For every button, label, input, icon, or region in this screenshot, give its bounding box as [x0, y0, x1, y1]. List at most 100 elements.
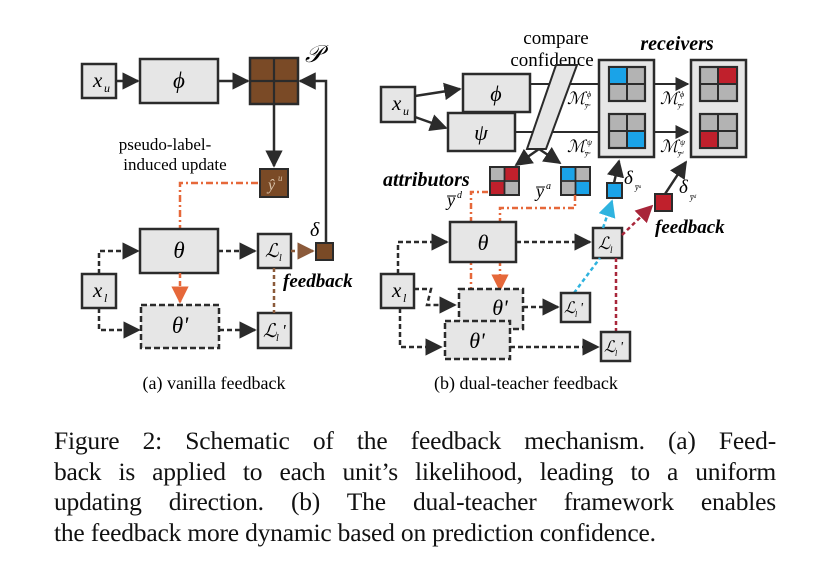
caption-line-4: the feedback more dynamic based on predi…	[54, 517, 656, 547]
M-labels: ℳ ϕ y̅ᵃ ℳ ψ y̅ᵃ ℳ ϕ y̅ᵈ ℳ ψ y̅ᵈ	[567, 89, 686, 158]
xu-sub-b: u	[403, 104, 409, 118]
xl-label-b: x	[391, 278, 402, 302]
arrow-delta-a-receiver	[606, 159, 625, 184]
xl-sub-b: l	[403, 291, 407, 305]
M-phi-a-sup: ϕ	[587, 90, 591, 99]
M-psi-d: ℳ	[660, 137, 681, 156]
orange-update-path-d	[462, 190, 488, 314]
arrow-xl-theta-a	[97, 242, 140, 274]
receiver-a-panel	[597, 58, 656, 159]
panel-b: compare confidence receivers x u ϕ ψ ℳ ϕ…	[379, 28, 748, 394]
delta-a-node	[606, 182, 623, 199]
receiver-a-grid-psi	[607, 112, 647, 150]
theta-prime-label-b2: θ'	[469, 328, 485, 353]
theta-prime-node-a: θ'	[139, 303, 221, 350]
feedback-label-b: feedback	[655, 217, 725, 238]
Llp-node-b2: ℒ l '	[599, 330, 632, 363]
ybar-d-sup: d	[457, 190, 463, 201]
cyan-link-Llp1-Ll	[572, 257, 602, 294]
M-phi-d-sub: y̅ᵈ	[677, 102, 684, 110]
delta-d-sub: y̅ᵈ	[689, 193, 697, 202]
M-psi-a-sup: ψ	[587, 138, 593, 147]
M-psi-d-sub: y̅ᵈ	[677, 150, 684, 158]
delta-a-label: δ	[624, 168, 634, 189]
receiver-a-grid-phi	[607, 65, 647, 103]
delta-label-a: δ	[310, 219, 320, 241]
yhat-label: ŷ	[266, 177, 276, 194]
orange-update-path-a	[178, 181, 258, 228]
ybar-d-label: y̅	[445, 190, 457, 210]
attributor-ya-grid	[560, 166, 591, 196]
Llp-sub-a: l	[276, 333, 279, 344]
arrow-xl-thetaprime2-b	[398, 308, 443, 356]
M-psi-a-sub: y̅ᵃ	[584, 150, 591, 158]
receivers-label: receivers	[640, 33, 714, 55]
receiver-d-grid-psi	[698, 112, 739, 150]
Llp2-prime: '	[620, 340, 624, 355]
xl-label-a: x	[92, 278, 103, 302]
xu-node: x u	[80, 62, 118, 100]
Llp-label-a: ℒ	[263, 321, 278, 342]
M-phi-d-sup: ϕ	[680, 90, 684, 99]
theta-prime-node-b2: θ'	[443, 319, 512, 361]
phi-node: ϕ	[138, 57, 220, 105]
yhat-sup: u	[278, 173, 283, 183]
cyan-arrow-Ll-delta-a	[598, 199, 616, 229]
ybar-a-label: y̅	[534, 181, 546, 201]
attributors-label: attributors	[383, 169, 470, 191]
arrow-xu-psi-b	[414, 114, 448, 131]
delta-d-node	[654, 193, 673, 212]
caption-line-1: Figure 2: Schematic of the feedback mech…	[54, 426, 776, 455]
Llp-node-a: ℒ l '	[256, 311, 293, 350]
theta-label-a: θ	[173, 238, 184, 263]
psi-node-b: ψ	[446, 111, 517, 153]
delta-a-sub: y̅ᵃ	[634, 183, 642, 192]
xl-sub-a: l	[104, 291, 108, 305]
arrow-xl-thetaprime-a	[97, 308, 141, 339]
arrow-gate-yd	[514, 147, 540, 167]
xu-label: x	[92, 68, 103, 92]
delta-d-label: δ	[679, 177, 689, 198]
theta-node-b: θ	[448, 220, 518, 264]
panel-b-caption: (b) dual-teacher feedback	[434, 373, 618, 394]
phi-label-b: ϕ	[490, 81, 501, 106]
compare-text-2: confidence	[510, 50, 593, 71]
arrow-gate-ya	[538, 146, 562, 165]
arrow-xl-theta-b	[396, 233, 449, 274]
Ll-sub-a: l	[279, 253, 282, 264]
M-phi-a-sub: y̅ᵃ	[584, 102, 591, 110]
compare-text-1: compare	[523, 28, 588, 49]
caption-line-3: updating direction. (b) The dual-teacher…	[54, 487, 776, 516]
M-phi-a: ℳ	[567, 89, 588, 108]
arrow-delta-P	[298, 72, 328, 242]
ybar-a-sup: a	[546, 181, 551, 192]
Ll-sub-b: l	[610, 245, 613, 255]
panel-a-caption: (a) vanilla feedback	[143, 373, 286, 394]
diagram-canvas: x u ϕ 𝒫 ŷ u pseudo-label- induced update	[80, 28, 748, 394]
figure-caption: Figure 2: Schematic of the feedback mech…	[54, 426, 776, 548]
Llp-prime-a: '	[282, 321, 286, 340]
arrow-delta-d-receiver	[663, 160, 688, 195]
receiver-d-panel	[689, 58, 748, 159]
attributor-yd-grid	[489, 166, 520, 196]
xl-node-a: x l	[80, 272, 118, 310]
Llp2-label: ℒ	[604, 339, 616, 356]
theta-label-b: θ	[478, 230, 489, 255]
M-psi-d-sup: ψ	[680, 138, 686, 147]
panel-a: x u ϕ 𝒫 ŷ u pseudo-label- induced update	[80, 42, 353, 394]
receiver-d-grid-phi	[698, 65, 739, 103]
Llp1-label: ℒ	[564, 300, 576, 317]
Llp-node-b1: ℒ l '	[559, 291, 592, 324]
psi-label-b: ψ	[474, 120, 488, 145]
Ll-node-b: ℒ l	[591, 226, 624, 260]
Llp1-prime: '	[580, 301, 584, 316]
crimson-arrow-Ll-delta-d	[621, 204, 654, 236]
xu-label-b: x	[391, 91, 402, 115]
xl-node-b: x l	[379, 272, 416, 310]
arrow-xu-phi-b	[414, 82, 462, 101]
P-prediction-grid	[248, 56, 300, 106]
theta-node-a: θ	[138, 227, 220, 275]
phi-label: ϕ	[173, 68, 185, 93]
P-label: 𝒫	[305, 42, 329, 68]
Ll-label-b: ℒ	[598, 234, 611, 253]
